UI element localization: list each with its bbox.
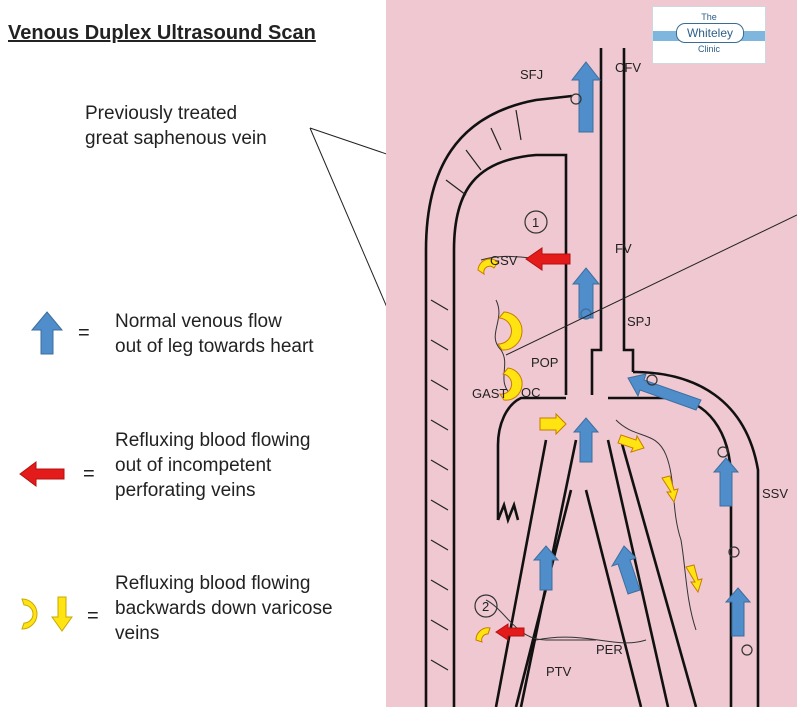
label-circle-1: 1 (532, 215, 539, 230)
vein-markings (474, 93, 753, 656)
label-circle-2: 2 (482, 599, 489, 614)
perforator-reflux-arrows (495, 247, 571, 641)
label-fv: FV (615, 241, 632, 256)
legend-perforator-line-2: out of incompetent (115, 455, 272, 476)
legend-equals-1: = (78, 322, 90, 344)
yellow-curved-arrow-icon (21, 596, 73, 632)
venous-diagram: SFJ CFV FV GSV SPJ POP GAST OC SSV PER P… (386, 0, 797, 707)
page-title: Venous Duplex Ultrasound Scan (8, 22, 316, 44)
varicose-reflux-arrows (475, 258, 703, 643)
legend-perforator-line-3: perforating veins (115, 480, 256, 501)
legend-perforator-line-1: Refluxing blood flowing (115, 430, 311, 451)
label-oc: OC (521, 385, 541, 400)
whiteley-clinic-logo: The Whiteley Clinic (652, 6, 766, 64)
logo-text-the: The (701, 12, 717, 22)
label-ssv: SSV (762, 486, 788, 501)
annotation-line-2: great saphenous vein (85, 128, 267, 149)
label-pop: POP (531, 355, 558, 370)
legend-normal-flow-line-2: out of leg towards heart (115, 336, 314, 357)
legend-varicose-line-1: Refluxing blood flowing (115, 573, 311, 594)
legend-normal-flow: Normal venous flow out of leg towards he… (115, 309, 314, 359)
legend-varicose-reflux: Refluxing blood flowing backwards down v… (115, 571, 333, 646)
legend-varicose-line-3: veins (115, 623, 160, 644)
varicose-lines (480, 254, 697, 644)
legend-varicose-line-2: backwards down varicose (115, 598, 333, 619)
legend-equals-2: = (83, 463, 95, 485)
annotation-text: Previously treated great saphenous vein (85, 101, 267, 151)
label-cfv: CFV (615, 60, 641, 75)
logo-text-clinic: Clinic (697, 44, 720, 54)
label-ptv: PTV (546, 664, 572, 679)
legend-perforator-reflux: Refluxing blood flowing out of incompete… (115, 428, 310, 503)
spj-pointer-line (505, 214, 797, 356)
label-sfj: SFJ (520, 67, 543, 82)
label-per: PER (596, 642, 623, 657)
legend-equals-3: = (87, 605, 99, 627)
legend-normal-flow-line-1: Normal venous flow (115, 311, 282, 332)
normal-flow-arrows (532, 61, 752, 637)
logo-text-name: Whiteley (676, 23, 744, 43)
blue-up-arrow-icon (30, 311, 64, 355)
label-gsv: GSV (490, 253, 518, 268)
red-left-arrow-icon (19, 461, 65, 487)
label-spj: SPJ (627, 314, 651, 329)
annotation-line-1: Previously treated (85, 103, 238, 124)
hatching (430, 109, 522, 671)
label-gast: GAST (472, 386, 507, 401)
